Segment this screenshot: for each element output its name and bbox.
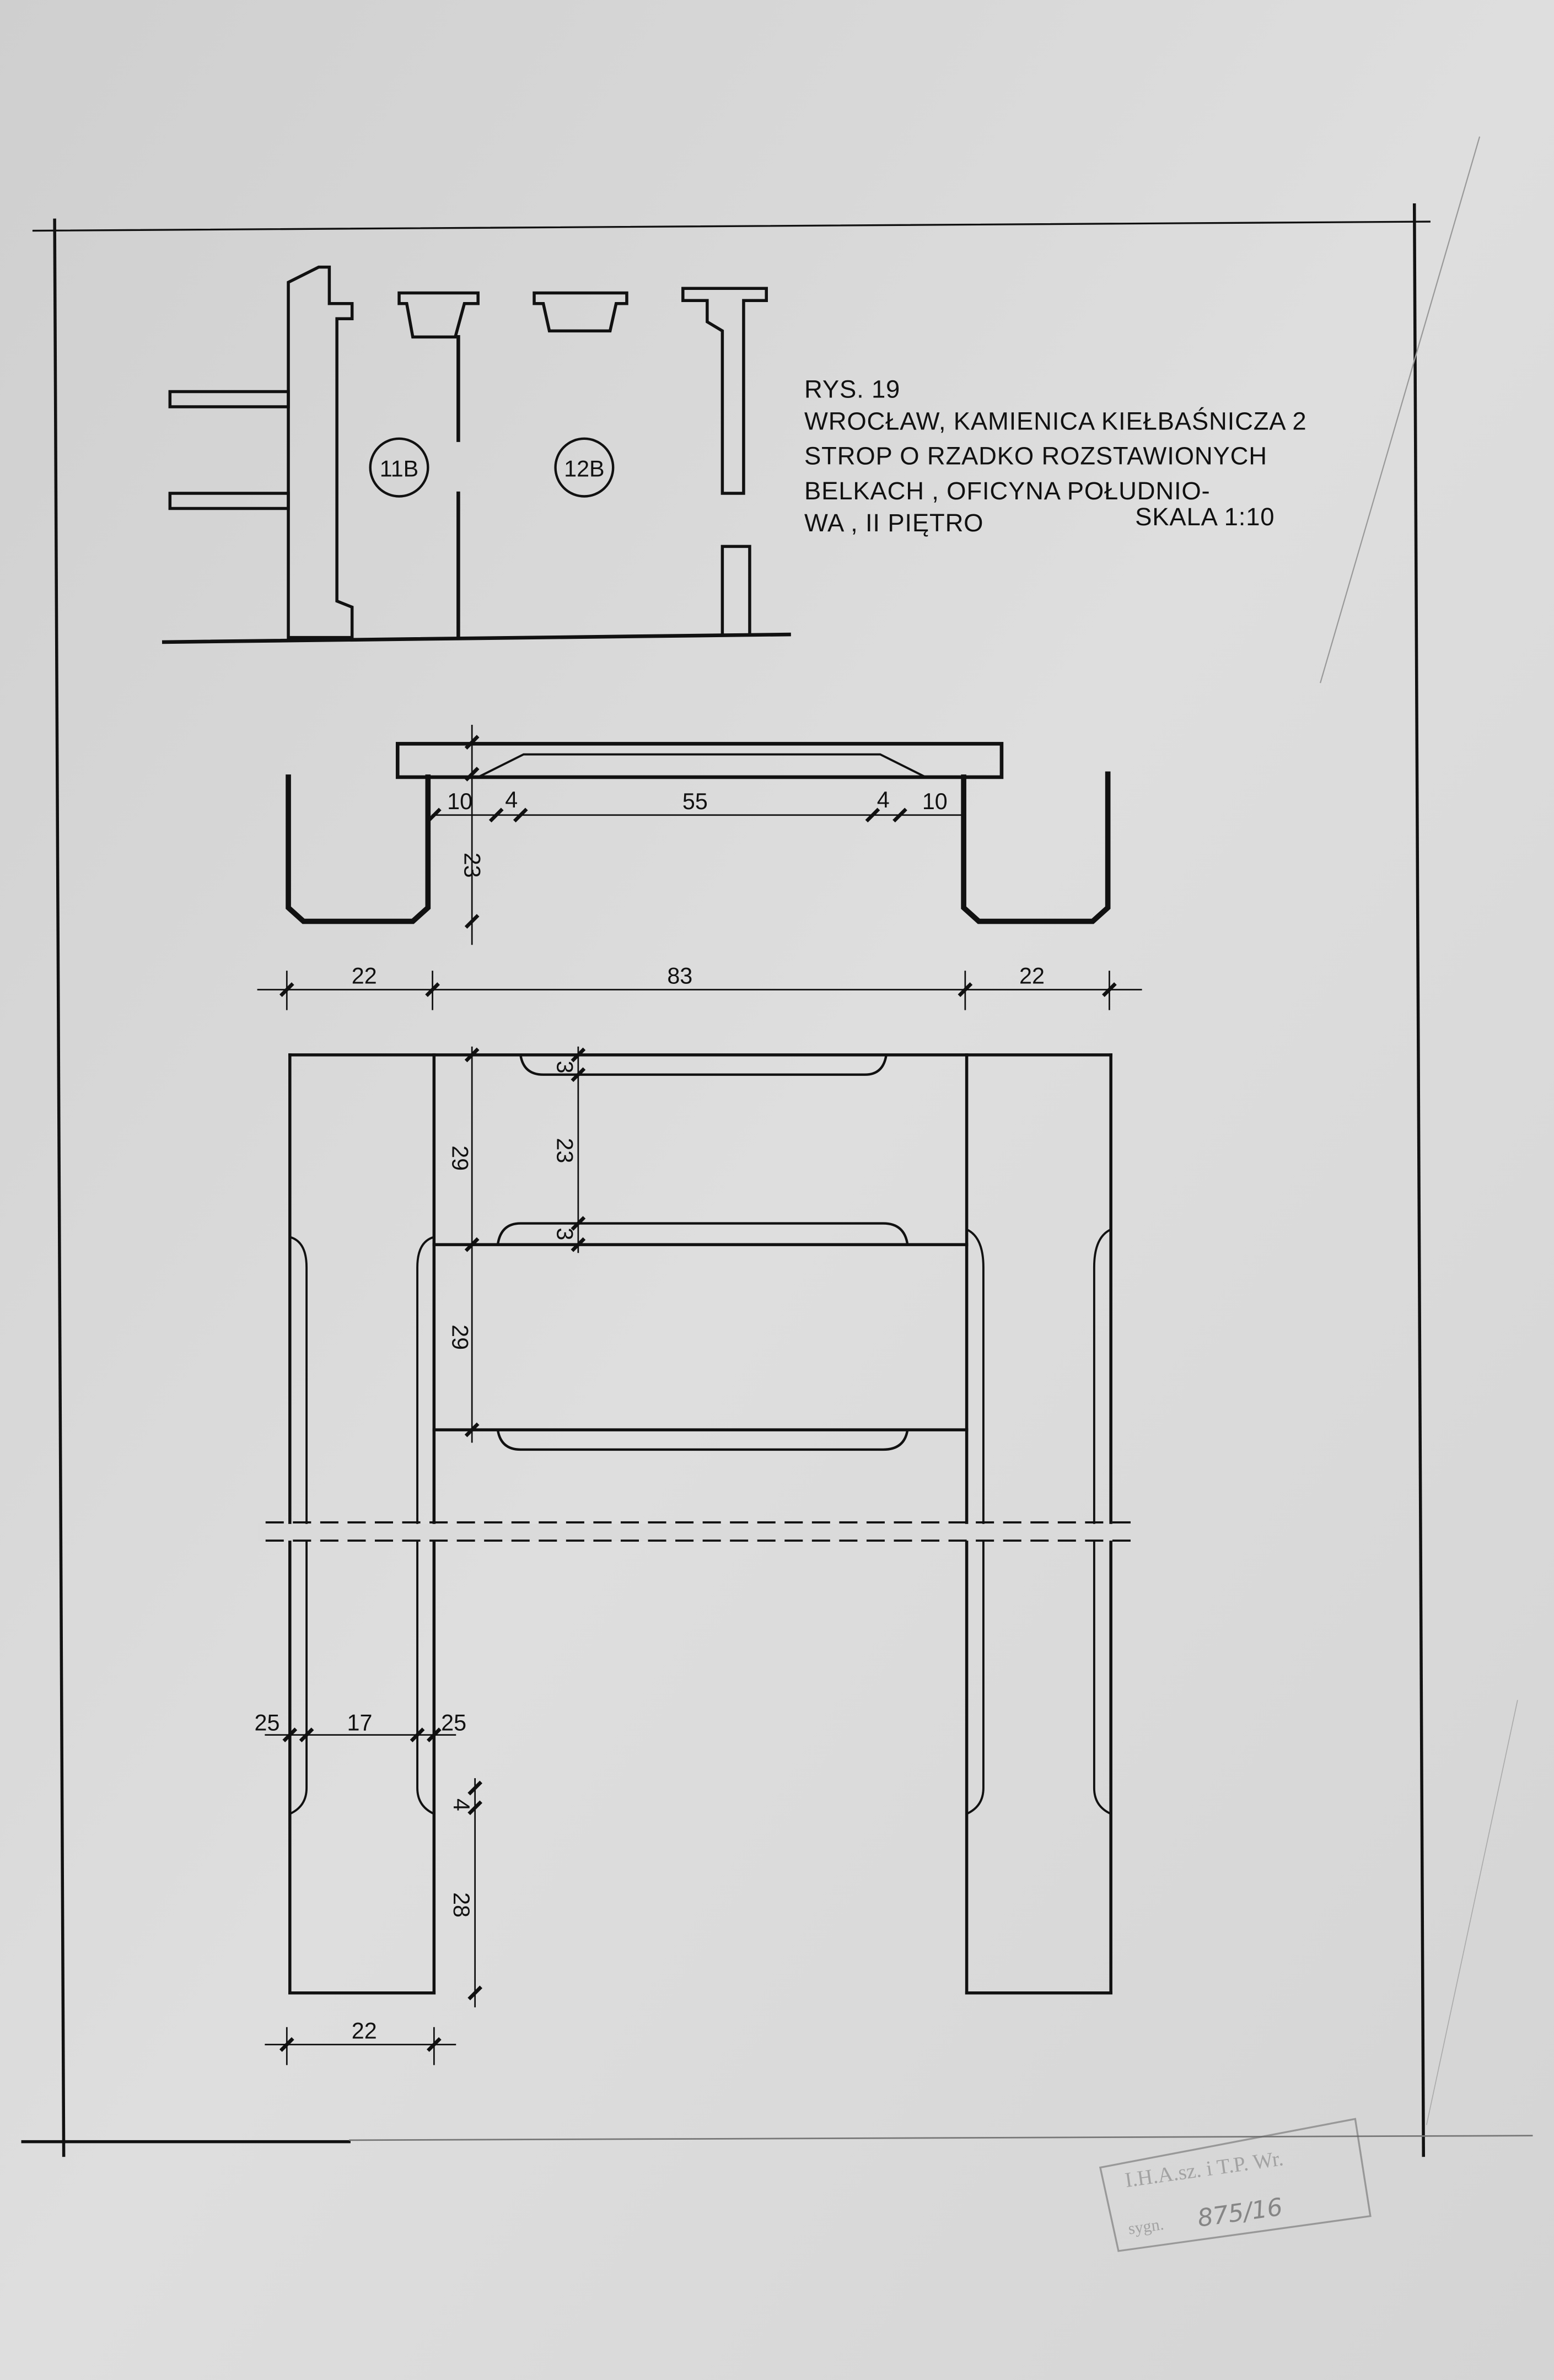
dimension-label: 83 [667, 963, 692, 988]
room-label-12b: 12B [554, 437, 615, 498]
dimension-ticks [426, 735, 907, 929]
dimension-label: 10 [447, 789, 472, 814]
title-block: RYS. 19 WROCŁAW, KAMIENICA KIEŁBAŚNICZA … [804, 375, 1306, 536]
dimension-label: 25 [255, 1710, 280, 1735]
title-line: WA , II PIĘTRO [804, 509, 983, 537]
dimension-label: 23 [459, 853, 485, 878]
title-line: WROCŁAW, KAMIENICA KIEŁBAŚNICZA 2 [804, 406, 1306, 435]
dimension-label: 29 [447, 1145, 472, 1171]
dimension-label: 55 [682, 789, 708, 814]
room-label-text: 12B [564, 456, 604, 482]
dimension-label: 4 [449, 1799, 474, 1811]
dimension-label: 23 [552, 1138, 577, 1163]
dimension-label: 10 [922, 789, 948, 814]
dimension-label: 28 [449, 1892, 474, 1918]
title-line: BELKACH , OFICYNA POŁUDNIO- [804, 477, 1210, 505]
dimension-label: 3 [552, 1227, 577, 1240]
dimension-label: 29 [447, 1324, 472, 1350]
dimension-label: 22 [352, 963, 377, 988]
figure-number: RYS. 19 [804, 375, 900, 403]
beam-plan-view: 29 29 3 23 3 25 17 25 4 28 22 [255, 1046, 1154, 2065]
drawing-frame [21, 136, 1533, 2157]
dimension-label: 4 [505, 787, 518, 812]
dimension-label: 22 [1019, 963, 1045, 988]
room-label-text: 11B [380, 456, 418, 482]
dimension-label: 17 [347, 1710, 372, 1735]
cross-section: 10 4 55 4 10 23 22 83 22 [257, 724, 1142, 1010]
room-label-11b: 11B [369, 437, 429, 498]
dimension-label: 25 [441, 1710, 466, 1735]
title-line: STROP O RZADKO ROZSTAWIONYCH [804, 442, 1267, 470]
scale-label: SKALA 1:10 [1135, 503, 1275, 531]
dimension-label: 3 [552, 1060, 577, 1073]
dimension-label: 4 [877, 787, 890, 812]
dimension-label: 22 [352, 2018, 377, 2043]
floor-plan: 11B 12B [162, 265, 791, 644]
